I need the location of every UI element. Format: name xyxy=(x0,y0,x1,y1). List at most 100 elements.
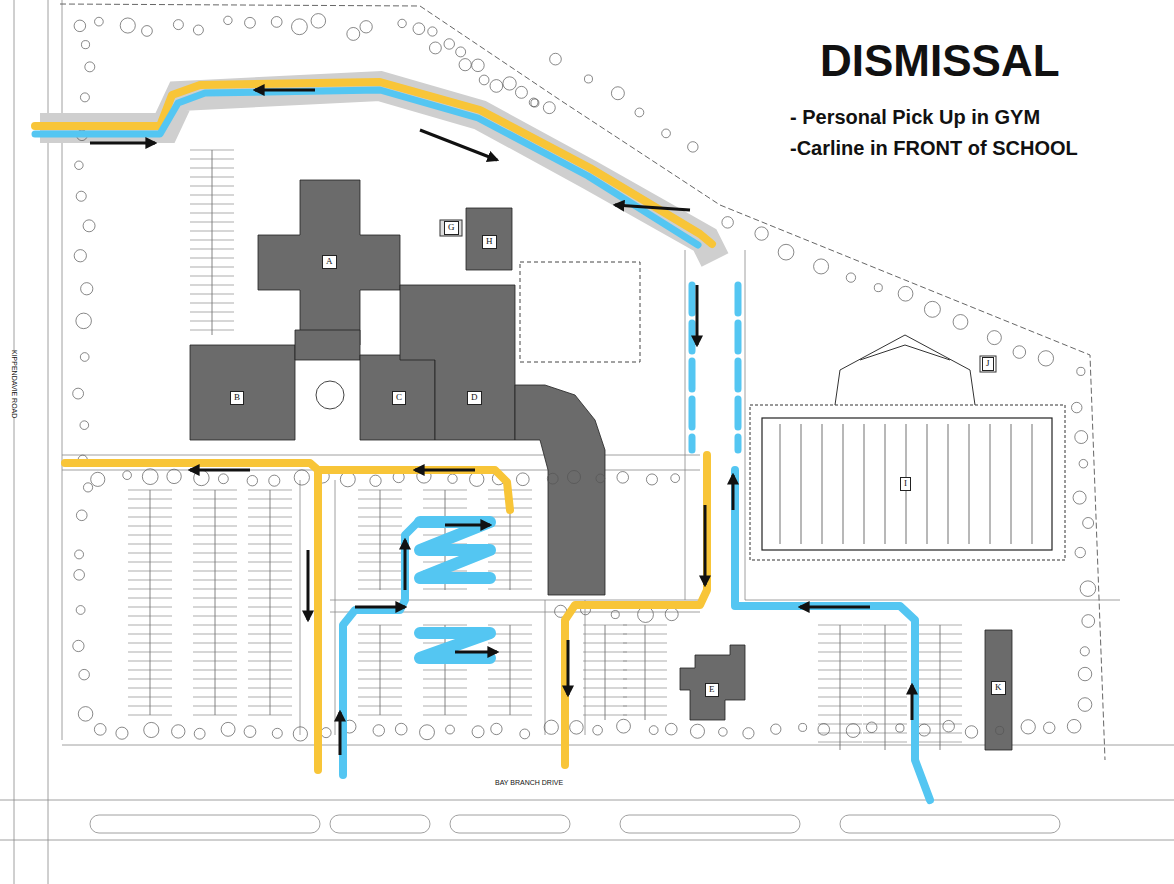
building-label: E xyxy=(705,683,719,697)
tree xyxy=(688,142,698,152)
direction-arrow xyxy=(307,550,310,620)
tree xyxy=(194,728,205,739)
tree xyxy=(83,220,95,232)
tree xyxy=(544,720,558,734)
street-name: KIPPENDAVIE ROAD xyxy=(11,350,18,418)
yard-line xyxy=(1011,424,1012,544)
tree xyxy=(470,472,484,486)
traffic-route xyxy=(565,455,707,765)
yard-line xyxy=(885,424,886,544)
traffic-route xyxy=(343,522,418,775)
tree xyxy=(167,469,181,483)
building-label: K xyxy=(991,681,1006,695)
tree xyxy=(965,726,977,738)
tree xyxy=(272,728,282,738)
tree xyxy=(80,93,89,102)
building-letter: K xyxy=(995,683,1002,693)
building xyxy=(190,345,295,440)
road-edge xyxy=(545,600,546,735)
direction-arrow xyxy=(455,651,497,654)
tree xyxy=(74,570,85,581)
tree xyxy=(340,472,355,487)
tree xyxy=(638,607,654,623)
parking-row xyxy=(818,625,862,750)
tree xyxy=(924,301,940,317)
tree xyxy=(1080,647,1089,656)
tree xyxy=(292,19,308,35)
map-title: DISMISSAL xyxy=(820,36,1060,86)
tree xyxy=(293,727,307,741)
tree xyxy=(846,273,855,282)
tree xyxy=(144,722,159,737)
track xyxy=(750,405,1065,560)
building-letter: H xyxy=(486,237,493,247)
tree xyxy=(456,47,466,57)
road-edge xyxy=(330,600,700,601)
tree xyxy=(321,728,331,738)
building-letter: G xyxy=(448,223,455,233)
tree xyxy=(516,473,529,486)
building xyxy=(680,645,745,720)
tree xyxy=(1079,459,1088,468)
yard-line xyxy=(927,424,928,544)
yard-line xyxy=(801,424,802,544)
building-label: A xyxy=(322,255,337,269)
tree xyxy=(617,472,629,484)
road-edge xyxy=(335,480,336,735)
traffic-route xyxy=(35,82,712,244)
parking-row xyxy=(583,625,627,720)
tree xyxy=(1013,346,1026,359)
tree xyxy=(593,725,603,735)
tree xyxy=(75,550,84,559)
direction-arrow xyxy=(445,524,490,527)
median xyxy=(450,815,570,833)
traffic-route xyxy=(735,285,742,450)
tree xyxy=(347,27,360,40)
yard-line xyxy=(864,424,865,544)
tree xyxy=(224,16,232,24)
tree xyxy=(472,59,485,72)
tree xyxy=(953,315,968,330)
tree xyxy=(896,724,904,732)
tree xyxy=(373,725,384,736)
tree xyxy=(80,353,89,362)
tree xyxy=(898,286,913,301)
parking-row xyxy=(488,625,532,715)
building xyxy=(360,355,435,440)
parking-row xyxy=(358,625,402,715)
tree xyxy=(173,20,183,30)
building-label: H xyxy=(482,235,497,249)
tree xyxy=(567,470,580,483)
courtyard xyxy=(316,381,344,409)
road-edge xyxy=(0,800,1174,801)
tree xyxy=(94,724,106,736)
traffic-route xyxy=(735,470,930,800)
yard-line xyxy=(843,424,844,544)
building-letter: A xyxy=(326,257,333,267)
direction-arrow xyxy=(732,475,735,510)
yard-line xyxy=(780,424,781,544)
road-edge xyxy=(62,0,63,740)
tree xyxy=(814,259,829,274)
building-label: I xyxy=(900,477,911,491)
building-label: C xyxy=(392,391,406,405)
building-letter: D xyxy=(471,393,478,403)
parking-row xyxy=(623,625,667,720)
tree xyxy=(76,606,85,615)
median xyxy=(840,815,1060,833)
tree xyxy=(996,726,1004,734)
tree xyxy=(1073,491,1086,504)
direction-arrow xyxy=(404,540,407,590)
building-letter: E xyxy=(709,685,715,695)
tree xyxy=(76,313,92,329)
property-line xyxy=(60,4,1105,760)
traffic-route xyxy=(420,522,490,578)
tree xyxy=(479,75,489,85)
tree xyxy=(120,18,135,33)
parking-row xyxy=(128,490,172,715)
tree xyxy=(81,283,93,295)
tree xyxy=(81,41,89,49)
building xyxy=(258,180,400,345)
tree xyxy=(665,723,677,735)
tree xyxy=(491,723,502,734)
